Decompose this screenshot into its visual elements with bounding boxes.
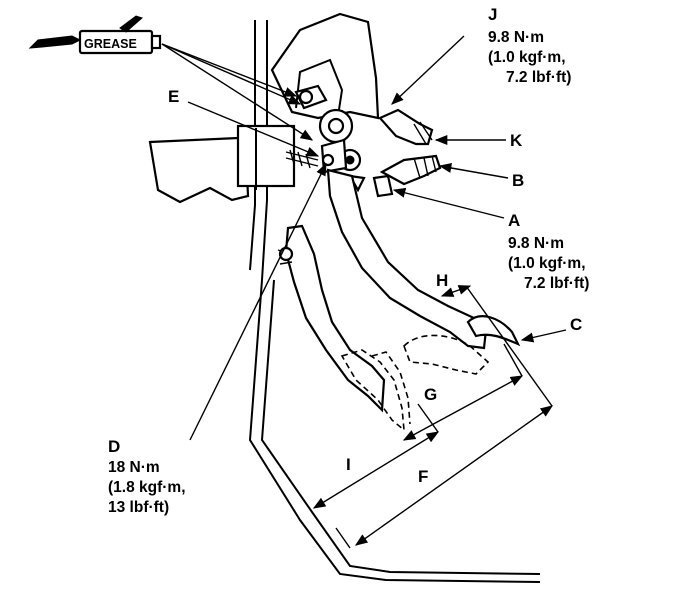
label-I: I [346,455,351,474]
dimension-lines [312,285,554,549]
pedal-switch-upper [378,108,434,146]
spec-D-line3: 13 lbf·ft) [108,499,169,516]
grease-tube-icon: GREASE [28,15,162,55]
spec-D-line1: 18 N·m [108,459,160,476]
label-C: C [570,315,582,334]
spec-A-line2: (1.0 kgf·m, [508,255,586,272]
label-D: D [108,437,120,456]
spec-D-line2: (1.8 kgf·m, [108,479,186,496]
label-J: J [488,5,497,24]
spec-J-line1: 9.8 N·m [488,29,544,46]
label-E: E [168,87,179,106]
pedal-switch-lower [372,154,442,198]
label-B: B [512,171,524,190]
label-G: G [424,385,437,404]
label-F: F [418,467,428,486]
label-H: H [436,271,448,290]
spec-A-line1: 9.8 N·m [508,235,564,252]
clutch-pedal-arm [326,168,521,350]
spec-J-line3: 7.2 lbf·ft) [506,69,571,86]
leader-lines [161,35,567,441]
spec-J-line2: (1.0 kgf·m, [488,49,566,66]
label-A: A [508,211,520,230]
grease-label: GREASE [84,37,137,51]
spec-A-line3: 7.2 lbf·ft) [524,275,589,292]
pedal-pivot [294,84,366,193]
label-K: K [510,131,523,150]
